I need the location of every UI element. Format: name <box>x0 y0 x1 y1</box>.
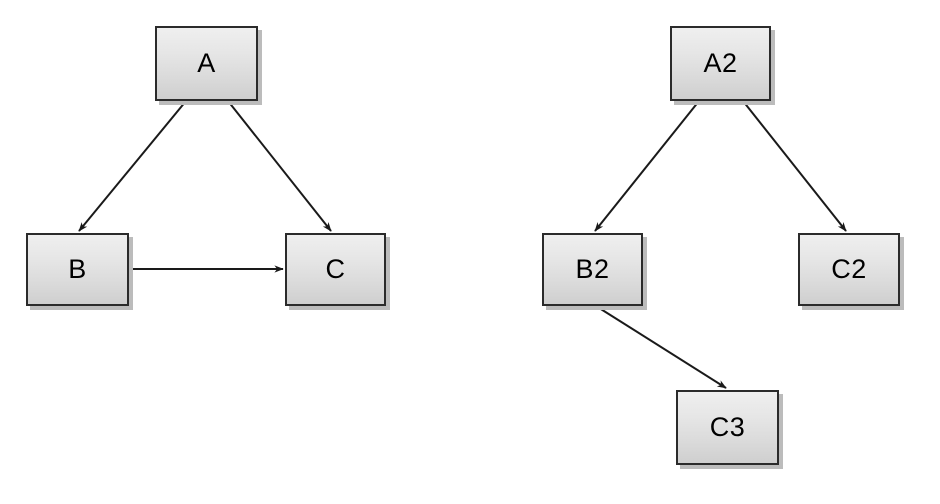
node-c2[interactable]: C2 <box>798 233 900 306</box>
node-label-a: A <box>197 48 216 78</box>
node-b[interactable]: B <box>26 233 129 306</box>
node-a[interactable]: A <box>155 26 258 101</box>
node-c[interactable]: C <box>285 233 386 306</box>
node-c3[interactable]: C3 <box>676 390 779 465</box>
node-label-c3: C3 <box>709 412 746 442</box>
node-b2[interactable]: B2 <box>542 233 643 306</box>
node-label-b: B <box>68 254 87 284</box>
node-label-c: C <box>325 254 346 284</box>
node-label-a2: A2 <box>703 48 738 78</box>
node-a2[interactable]: A2 <box>670 26 771 101</box>
node-label-b2: B2 <box>575 254 610 284</box>
node-label-c2: C2 <box>831 254 867 284</box>
